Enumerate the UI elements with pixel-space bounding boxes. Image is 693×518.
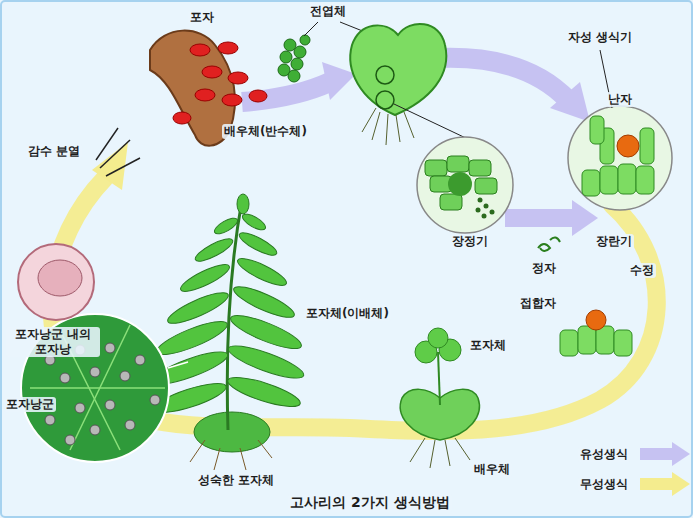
stage-label: 배우체(반수체) [222,124,309,139]
stage-label: 배우체 [472,462,512,477]
stage-label: 장정기 [450,234,490,249]
stage-label: 포자낭군 내의 포자낭 [6,327,100,357]
stage-label: 포자낭군 [4,397,56,412]
stage-label: 수정 [628,263,656,278]
diagram-title: 고사리의 2가지 생식방법 [288,494,452,512]
stage-label: 포자체(이배체) [304,306,391,321]
stage-label: 자성 생식기 [566,30,634,45]
stage-label: 접합자 [518,296,558,311]
stage-label: 전엽체 [308,4,348,19]
legend-sample [640,442,690,496]
stage-label: 정자 [530,261,558,276]
stage-label: 난자 [606,92,634,107]
stage-label: 포자체 [468,338,508,353]
legend-text: 유성생식 [578,447,630,462]
stage-label: 포자 [188,10,216,25]
legend-text: 무성생식 [578,477,630,492]
stage-label: 장란기 [594,234,634,249]
stage-label: 감수 분열 [26,144,82,159]
stage-label: 성숙한 포자체 [196,473,276,488]
